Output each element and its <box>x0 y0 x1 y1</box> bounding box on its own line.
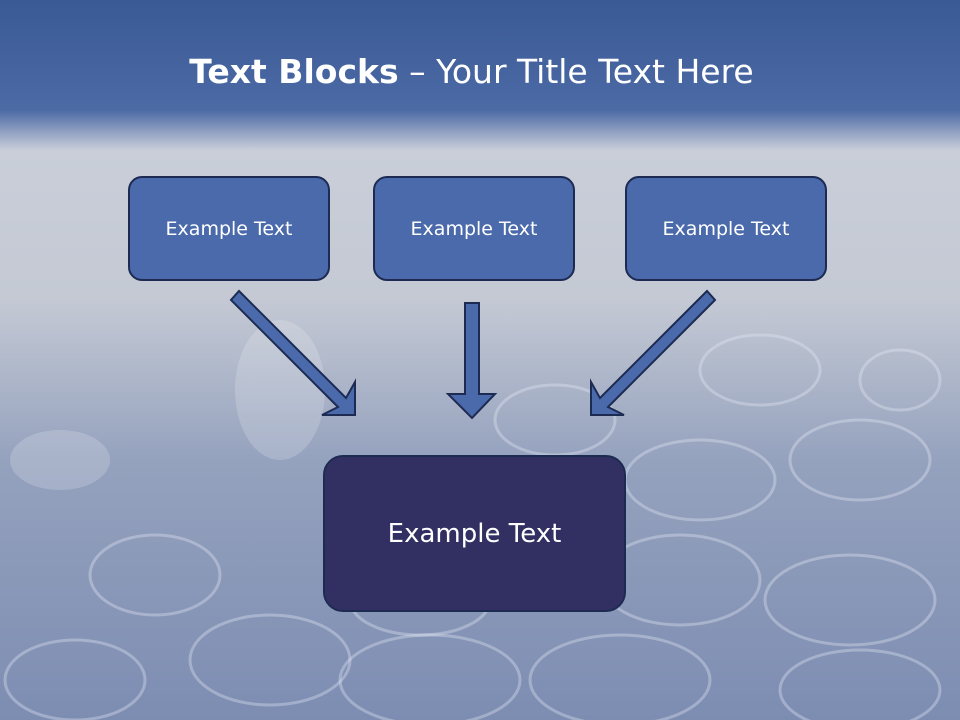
title-rest: Your Title Text Here <box>436 52 754 91</box>
arrow-center-down <box>445 302 498 420</box>
title-bold-part: Text Blocks <box>189 52 399 91</box>
text-block-left-label: Example Text <box>165 217 293 240</box>
text-block-center-label: Example Text <box>410 217 538 240</box>
text-block-right-label: Example Text <box>662 217 790 240</box>
title-dash: – <box>398 52 437 91</box>
slide-title: Text Blocks – Your Title Text Here <box>0 52 943 91</box>
text-block-bottom-label: Example Text <box>387 518 562 549</box>
arrow-right-diagonal <box>590 289 717 416</box>
text-block-left[interactable]: Example Text <box>128 176 330 281</box>
text-block-center[interactable]: Example Text <box>373 176 575 281</box>
arrow-left-diagonal <box>229 289 356 416</box>
text-block-right[interactable]: Example Text <box>625 176 827 281</box>
text-block-bottom[interactable]: Example Text <box>323 455 626 612</box>
